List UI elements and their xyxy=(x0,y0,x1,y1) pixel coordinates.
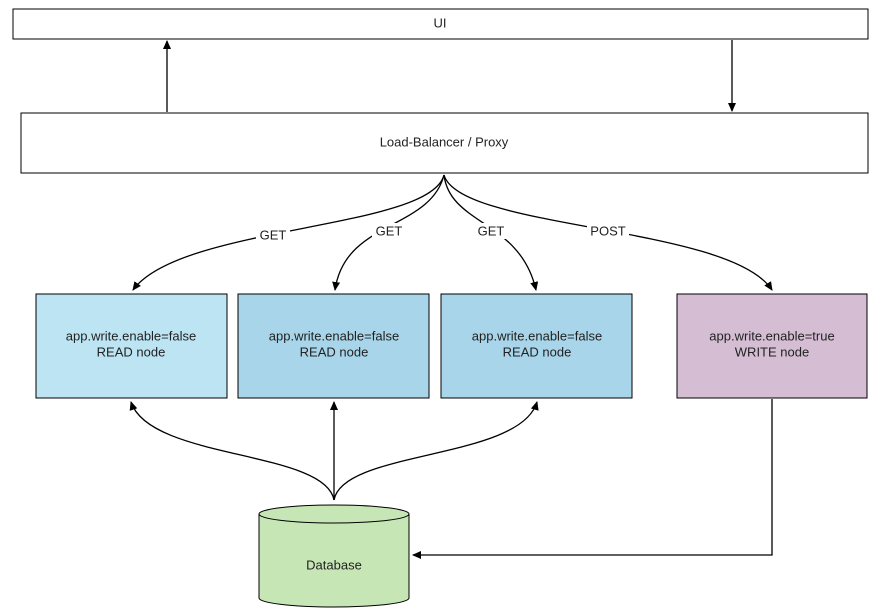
read-node-1: app.write.enable=false READ node xyxy=(35,293,228,399)
database-label: Database xyxy=(306,557,362,572)
node-3-line1: app.write.enable=false xyxy=(472,328,602,343)
database-cylinder: Database xyxy=(258,504,410,608)
node-1-line2: READ node xyxy=(97,344,166,359)
svg-text:GET: GET xyxy=(260,227,287,242)
node-4-line2: WRITE node xyxy=(735,344,809,359)
edge-label-4: POST xyxy=(587,223,629,239)
ui-box: UI xyxy=(12,8,869,40)
proxy-label: Load-Balancer / Proxy xyxy=(380,134,509,149)
read-node-2: app.write.enable=false READ node xyxy=(237,293,430,399)
node-1-line1: app.write.enable=false xyxy=(66,328,196,343)
edge-label-1: GET xyxy=(256,227,290,243)
svg-text:POST: POST xyxy=(590,223,625,238)
arrow-db-to-node-1 xyxy=(129,401,335,501)
svg-text:GET: GET xyxy=(376,223,403,238)
arrow-write-node-to-db xyxy=(412,399,773,559)
svg-text:GET: GET xyxy=(478,223,505,238)
node-2-line1: app.write.enable=false xyxy=(269,328,399,343)
read-node-3: app.write.enable=false READ node xyxy=(440,293,633,399)
proxy-box: Load-Balancer / Proxy xyxy=(20,112,869,174)
edge-label-3: GET xyxy=(474,223,508,239)
write-node: app.write.enable=true WRITE node xyxy=(676,293,868,399)
node-3-line2: READ node xyxy=(503,344,572,359)
ui-label: UI xyxy=(434,15,447,30)
arrow-db-to-node-3 xyxy=(333,401,539,501)
edge-label-2: GET xyxy=(372,223,406,239)
node-4-line1: app.write.enable=true xyxy=(709,328,834,343)
arrow-get-node-1 xyxy=(132,174,445,291)
node-2-line2: READ node xyxy=(300,344,369,359)
